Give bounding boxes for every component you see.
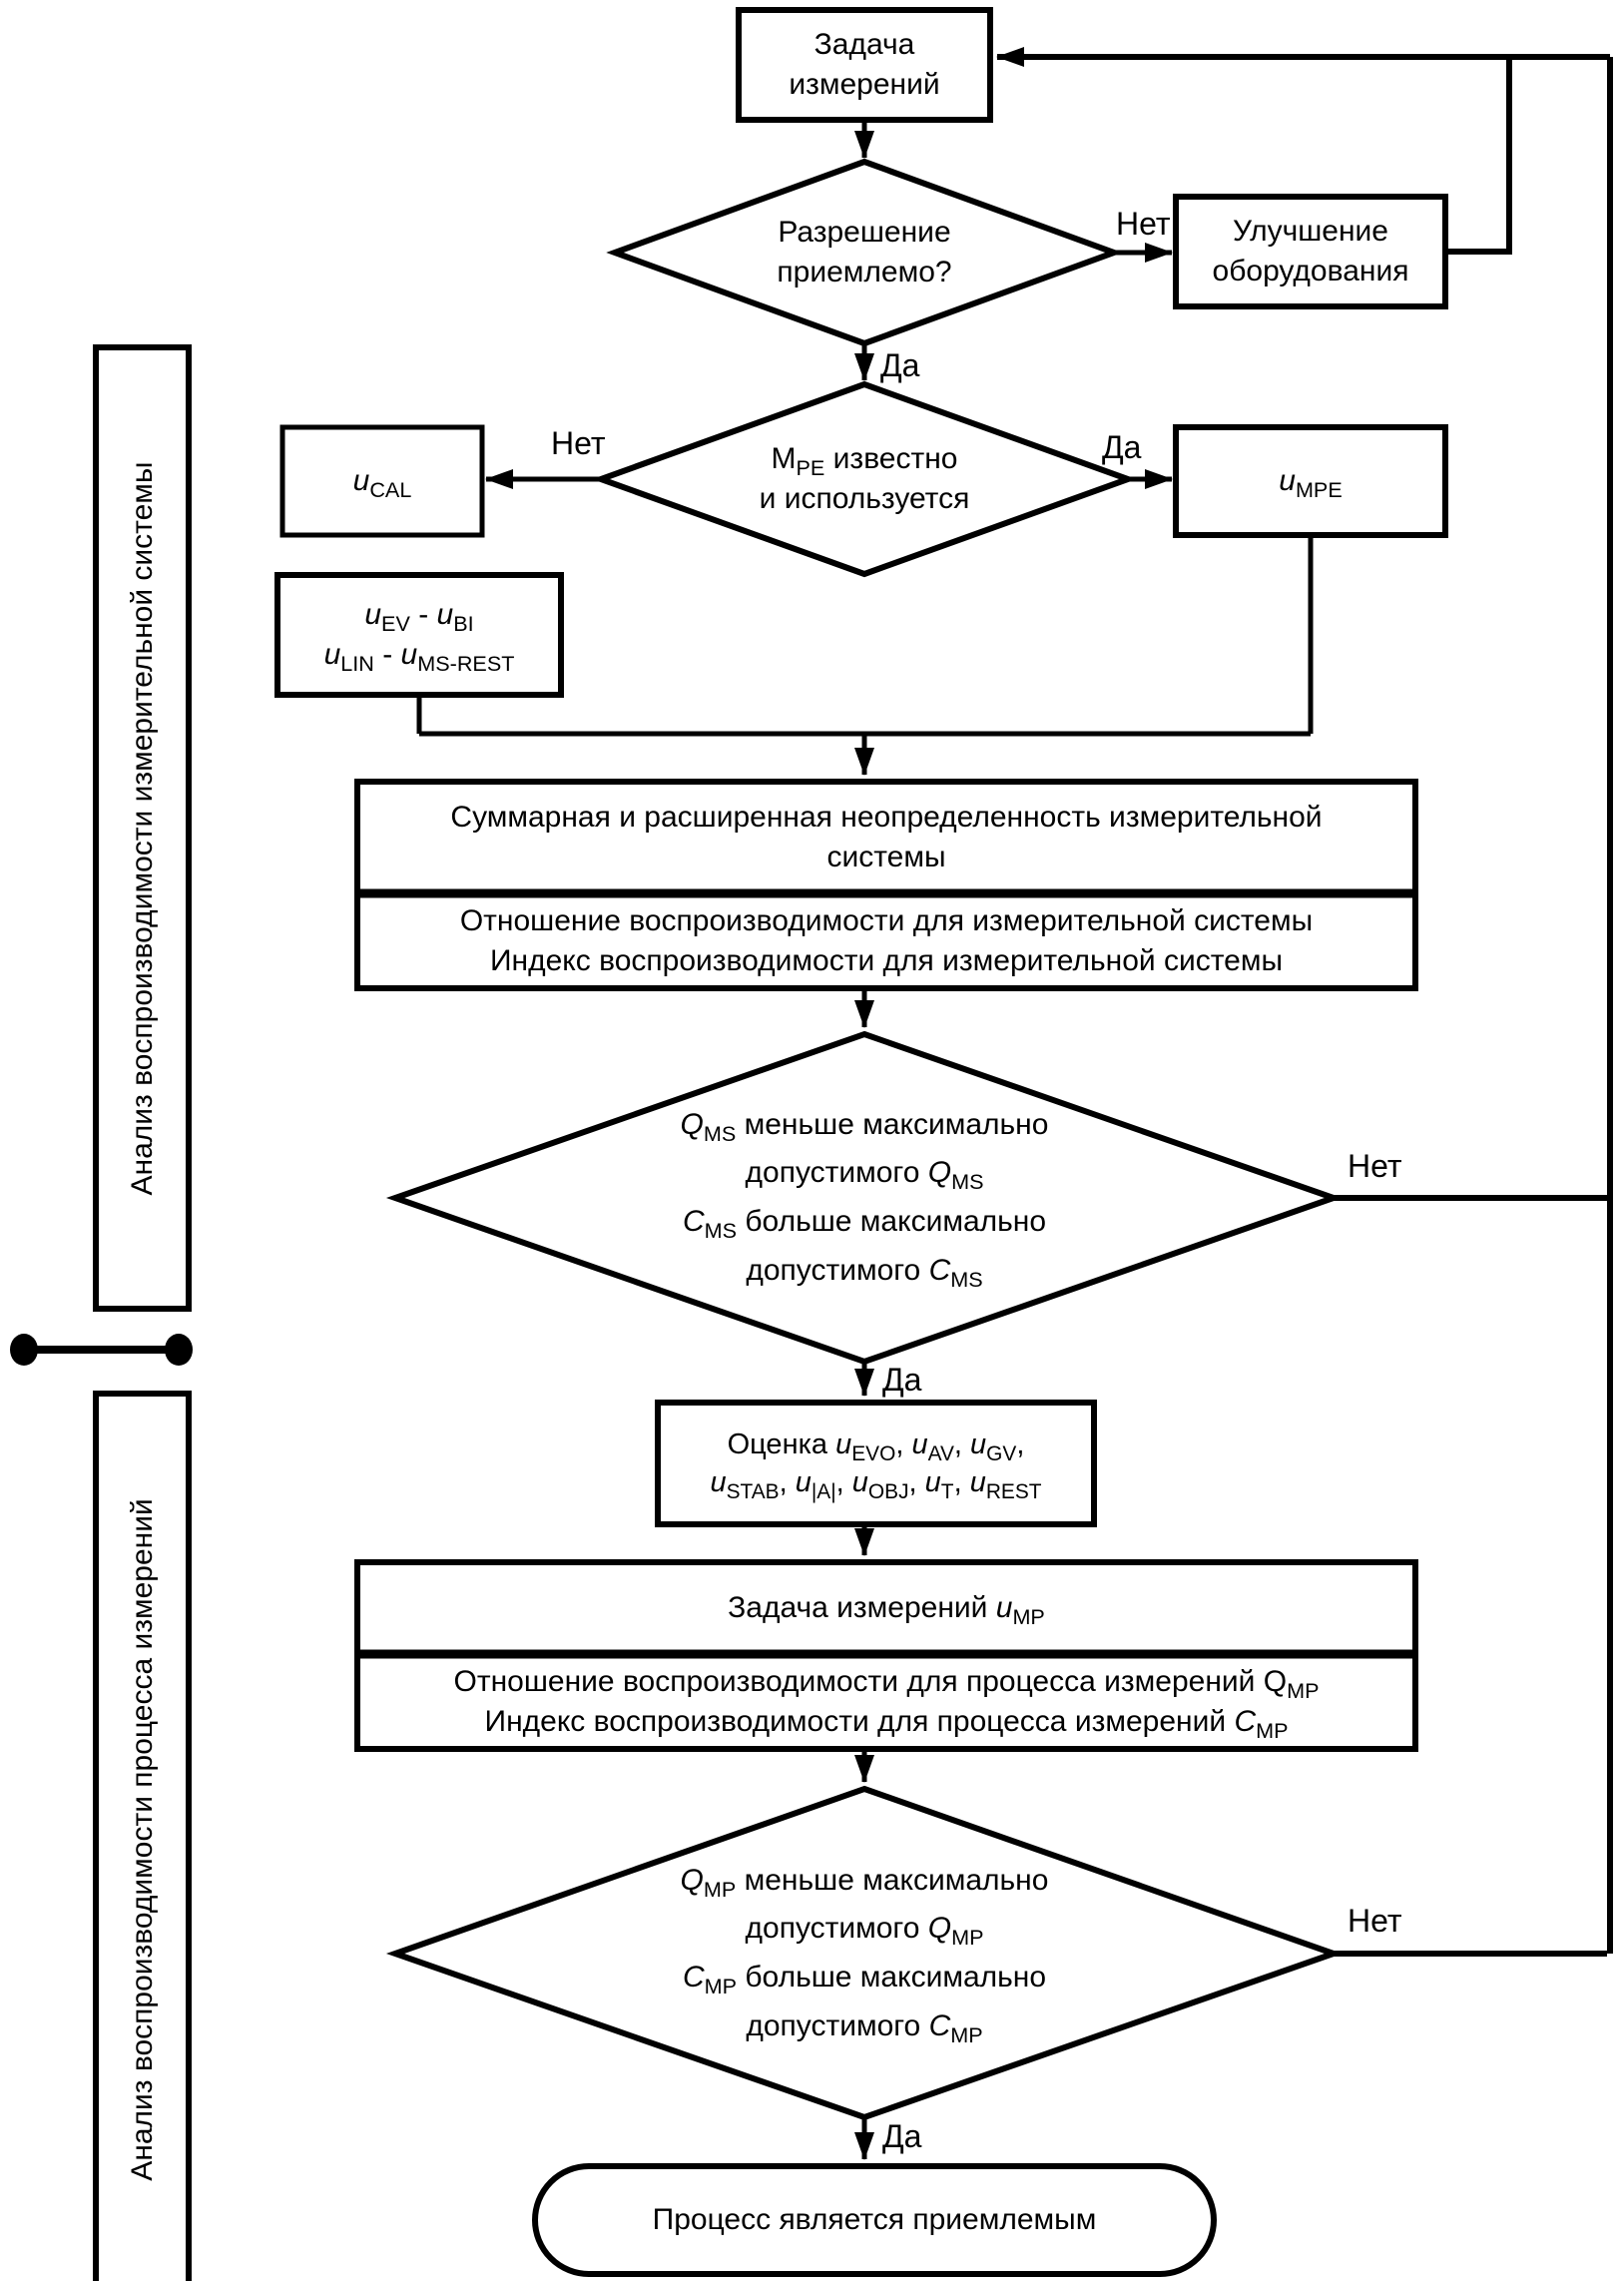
- u-mpe-node: uMPE: [1279, 464, 1343, 503]
- u-components-node: uEV - uBI uLIN - uMS-REST: [323, 598, 515, 676]
- label-qms-yes: Да: [882, 1362, 922, 1398]
- label-resolution-yes: Да: [880, 347, 920, 383]
- edge-improve-feedback: [1445, 57, 1512, 255]
- u-cal-node: uCAL: [352, 464, 412, 503]
- label-qmp-no: Нет: [1348, 1903, 1402, 1939]
- label-mpe-yes: Да: [1102, 429, 1142, 465]
- label-mpe-no: Нет: [551, 425, 606, 461]
- ms-summary-shape: [354, 779, 1418, 991]
- label-resolution-no: Нет: [1116, 206, 1171, 242]
- section-label-measurement-process: Анализ воспроизводимости процесса измере…: [125, 1498, 159, 2181]
- u-cal-shape: [279, 424, 485, 538]
- estimate-node: Оценка uEVO, uAV, uGV, uSTAB, u|A|, uOBJ…: [710, 1427, 1042, 1503]
- section-box-measurement-process: Анализ воспроизводимости процесса измере…: [93, 1391, 192, 2281]
- separator-dot-right: [165, 1334, 193, 1366]
- section-label-measuring-system: Анализ воспроизводимости измерительной с…: [125, 461, 159, 1195]
- mp-ratios-section: Отношение воспроизводимости для процесса…: [453, 1664, 1320, 1743]
- separator-dot-left: [10, 1334, 38, 1366]
- section-box-measuring-system: Анализ воспроизводимости измерительной с…: [93, 344, 192, 1312]
- mp-task-section: Задача измерений uMP: [728, 1591, 1045, 1630]
- improve-equipment-node: Улучшение оборудования: [1212, 215, 1409, 287]
- start-node: Задача измерений: [789, 28, 940, 101]
- qms-decision-node: QMS меньше максимально допустимого QMS C…: [680, 1107, 1049, 1292]
- label-qms-no: Нет: [1348, 1148, 1402, 1184]
- section-separator: [10, 1334, 193, 1366]
- resolution-decision-node: Разрешение приемлемо?: [777, 216, 952, 288]
- process-acceptable-node: Процесс является приемлемым: [652, 2203, 1097, 2237]
- label-qmp-yes: Да: [882, 2118, 922, 2154]
- mpe-decision-shape: [592, 380, 1137, 578]
- qmp-decision-node: QMP меньше максимально допустимого QMP C…: [680, 1863, 1049, 2047]
- mpe-decision-node: MPE известно и используется: [759, 442, 970, 515]
- ms-uncertainty-section: Суммарная и расширенная неопределенность…: [450, 801, 1323, 873]
- terminator-shape: [532, 2163, 1217, 2277]
- ms-ratios-section: Отношение воспроизводимости для измерите…: [459, 903, 1314, 977]
- estimate-shape: [655, 1400, 1097, 1527]
